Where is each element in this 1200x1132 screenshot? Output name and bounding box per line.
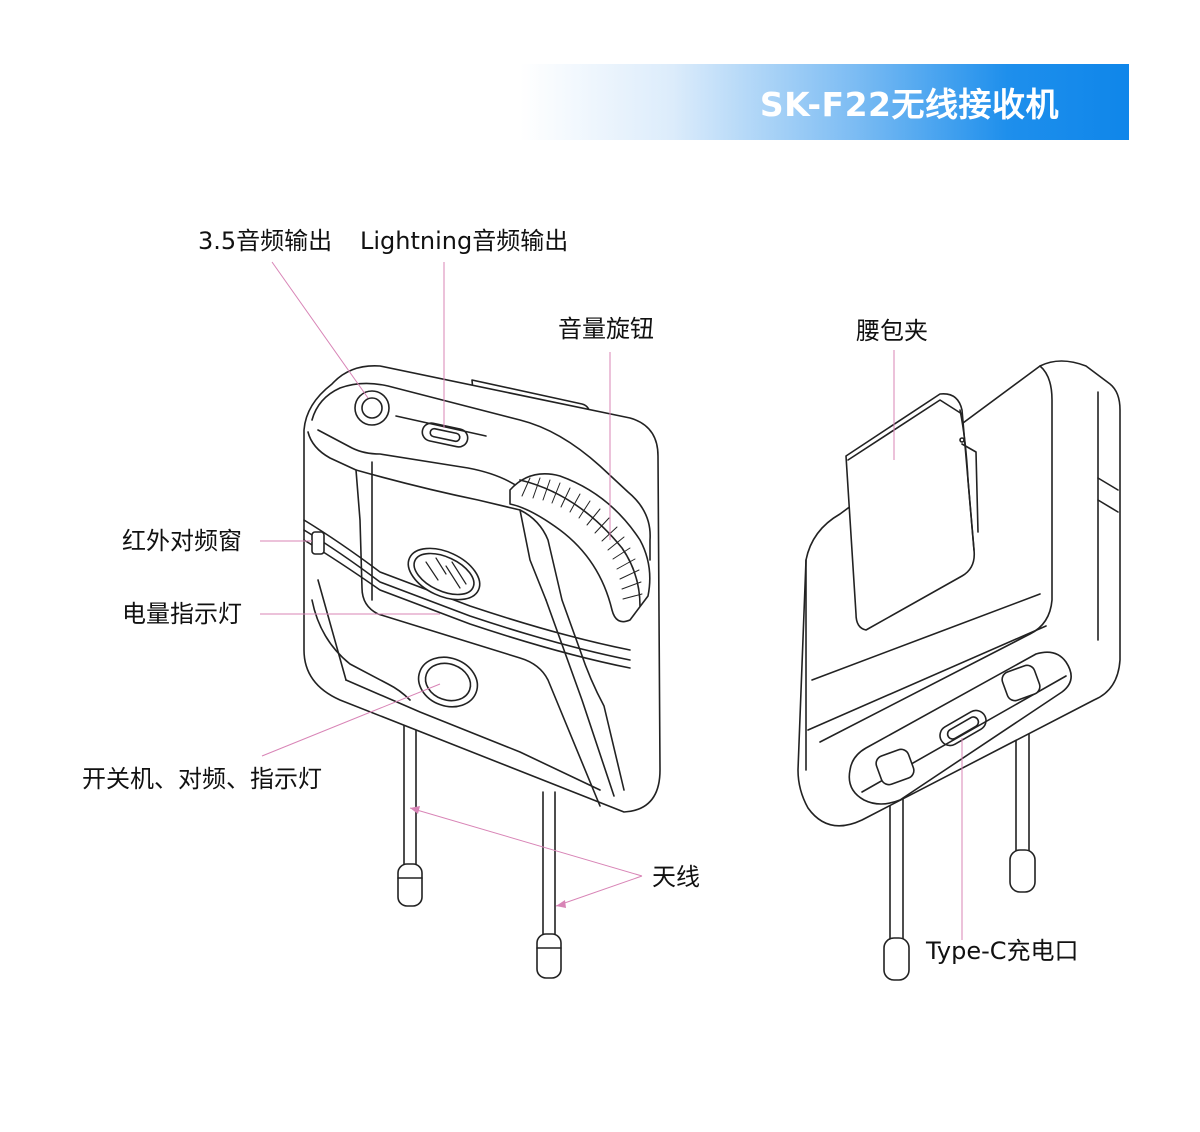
label-3-5mm-audio-output: 3.5音频输出 [198, 227, 333, 255]
label-battery-indicator: 电量指示灯 [122, 600, 242, 628]
leader-lines [260, 261, 963, 940]
receiver-front-view [303, 365, 661, 979]
belt-clip [845, 393, 979, 631]
antenna-back-left [883, 777, 910, 981]
header-banner: SK-F22无线接收机 [520, 64, 1129, 140]
label-power-pairing-indicator: 开关机、对频、指示灯 [82, 765, 322, 793]
antenna-arrowheads [410, 806, 566, 908]
brand-logo [407, 547, 481, 601]
label-belt-clip: 腰包夹 [856, 317, 928, 345]
antenna-left [397, 721, 423, 907]
label-ir-pairing-window: 红外对频窗 [122, 527, 242, 555]
label-typec-charging-port: Type-C充电口 [926, 937, 1079, 965]
label-antenna: 天线 [652, 863, 700, 891]
antenna-right [536, 791, 562, 979]
label-lightning-audio-output: Lightning音频输出 [360, 227, 569, 255]
page-title: SK-F22无线接收机 [759, 85, 1059, 124]
label-volume-knob: 音量旋钮 [558, 315, 654, 343]
receiver-back-view [797, 360, 1121, 981]
